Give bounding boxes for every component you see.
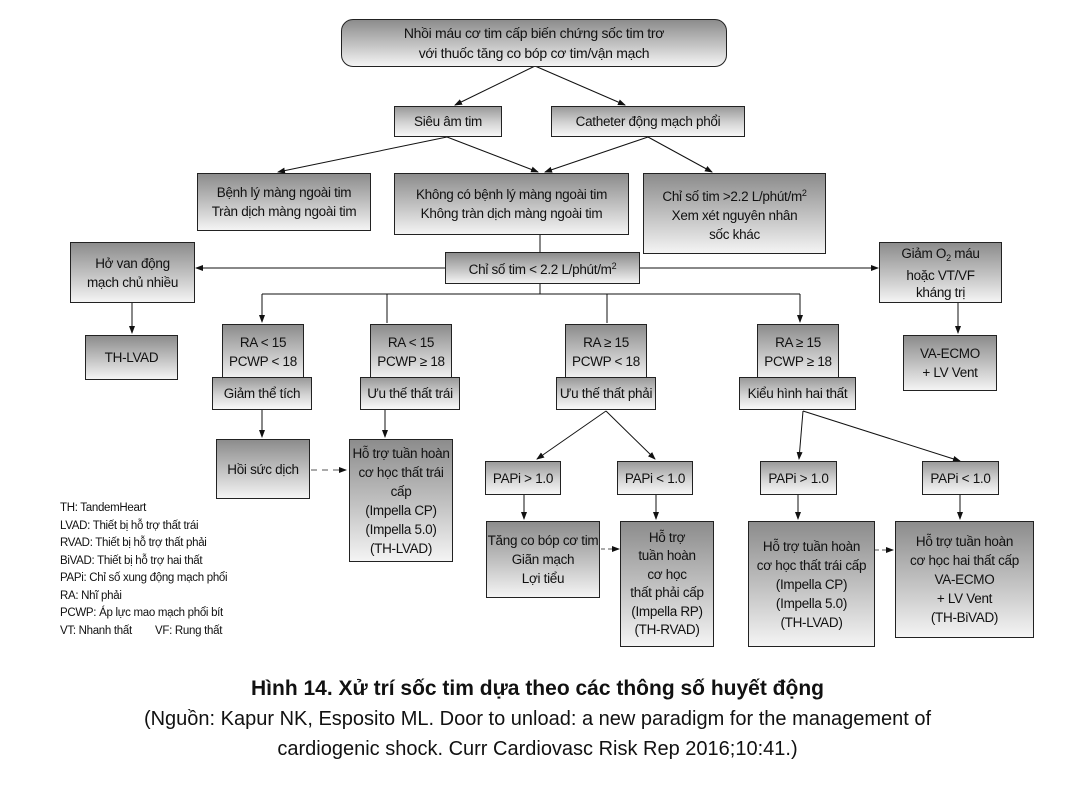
node-text: RA < 15 PCWP ≥ 18 — [377, 335, 445, 369]
node-biventricular: Kiểu hình hai thất — [739, 377, 856, 410]
node-text: Ưu thế thất phải — [559, 386, 653, 401]
node-papi-gt-1-rv: PAPi > 1.0 — [485, 461, 561, 495]
node-text: Nhồi máu cơ tim cấp biến chứng sốc tim t… — [403, 25, 665, 61]
caption-title: Hình 14. Xử trí sốc tim dựa theo các thô… — [251, 677, 824, 700]
node-lv-mcs-left: Hỗ trợ tuần hoàn cơ học thất trái cấp (I… — [349, 439, 453, 562]
subscript: 2 — [946, 252, 951, 263]
node-text: PAPi > 1.0 — [768, 470, 829, 486]
node-biv-mcs: Hỗ trợ tuần hoàn cơ học hai thất cấp VA-… — [895, 521, 1034, 638]
node-text: Hồi sức dịch — [227, 461, 299, 477]
node-th-lvad: TH-LVAD — [85, 335, 178, 380]
node-text: Không có bệnh lý màng ngoài tim Không tr… — [415, 187, 608, 221]
node-ra-ge15-pcwp-ge18: RA ≥ 15 PCWP ≥ 18 — [757, 324, 839, 380]
node-text: Chỉ số tim < 2.2 L/phút/m — [468, 262, 612, 277]
node-lv-mcs-right: Hỗ trợ tuần hoàn cơ học thất trái cấp (I… — [748, 521, 875, 647]
arrow-biv-to-papilt — [802, 410, 961, 462]
node-severe-aortic-insufficiency: Hở van động mạch chủ nhiều — [70, 242, 195, 303]
caption-source-line: (Nguồn: Kapur NK, Esposito ML. Door to u… — [143, 708, 932, 730]
node-rv-dominant: Ưu thế thất phải — [556, 377, 656, 410]
caption-source-line: cardiogenic shock. Curr Cardiovasc Risk … — [277, 738, 798, 760]
node-text: VA-ECMO + LV Vent — [920, 346, 980, 380]
node-text: Ưu thế thất trái — [367, 386, 453, 401]
legend-item: RVAD: Thiết bị hỗ trợ thất phải — [60, 537, 207, 549]
node-papi-lt-1-biv: PAPi < 1.0 — [922, 461, 999, 495]
node-text: RA ≥ 15 PCWP < 18 — [572, 335, 640, 369]
arrow-echo-to-no-pericardial — [446, 136, 539, 173]
arrow-root-to-catheter — [534, 65, 626, 106]
node-va-ecmo-lv-vent: VA-ECMO + LV Vent — [903, 335, 997, 391]
node-text: Hỗ trợ tuần hoàn cơ học hai thất cấp VA-… — [910, 534, 1019, 625]
node-pa-catheter: Catheter động mạch phổi — [551, 106, 745, 137]
superscript: 2 — [801, 187, 807, 198]
arrow-echo-to-pericardial — [277, 136, 448, 174]
node-text: RA < 15 PCWP < 18 — [229, 335, 297, 369]
legend-item: LVAD: Thiết bị hỗ trợ thất trái — [60, 519, 199, 532]
node-papi-lt-1-rv: PAPi < 1.0 — [617, 461, 693, 495]
node-text: RA ≥ 15 PCWP ≥ 18 — [764, 335, 832, 369]
node-text: hoặc VT/VF kháng trị — [906, 267, 975, 300]
node-hypovolemia: Giảm thể tích — [212, 377, 312, 410]
node-papi-gt-1-biv: PAPi > 1.0 — [760, 461, 837, 495]
node-text: PAPi < 1.0 — [930, 470, 991, 486]
connectors — [129, 65, 963, 553]
legend-item: PCWP: Áp lực mao mạch phổi bít — [60, 607, 223, 619]
caption-source: (Nguồn: Kapur NK, Esposito ML. Door to u… — [0, 704, 1075, 764]
node-text: Hở van động mạch chủ nhiều — [86, 255, 179, 290]
node-text: Catheter động mạch phổi — [575, 114, 721, 129]
node-cardiogenic-shock-root: Nhồi máu cơ tim cấp biến chứng sốc tim t… — [341, 19, 727, 67]
node-text: Kiểu hình hai thất — [747, 386, 848, 401]
node-text: PAPi > 1.0 — [492, 470, 554, 486]
node-text: máu — [950, 245, 980, 261]
arrow-rvdom-to-papilt — [605, 410, 656, 460]
node-fluid-resuscitation: Hồi sức dịch — [216, 439, 310, 499]
legend-item: PAPi: Chỉ số xung động mạch phổi — [60, 572, 228, 584]
node-ci-high: Chỉ số tim >2.2 L/phút/m2 Xem xét nguyên… — [643, 173, 826, 254]
node-inotropes-vasodilators-diuretics: Tăng co bóp cơ tim Giãn mạch Lợi tiểu — [486, 521, 600, 598]
legend-item: BiVAD: Thiết bị hỗ trợ hai thất — [60, 554, 203, 567]
node-ci-low: Chỉ số tim < 2.2 L/phút/m2 — [445, 252, 640, 284]
node-text: Giảm thể tích — [223, 386, 301, 401]
node-ra-lt15-pcwp-ge18: RA < 15 PCWP ≥ 18 — [370, 324, 452, 380]
node-pericardial-disease: Bệnh lý màng ngoài tim Tràn dịch màng ng… — [197, 173, 371, 231]
node-text: Bệnh lý màng ngoài tim Tràn dịch màng ng… — [211, 185, 357, 219]
node-text: Siêu âm tim — [414, 114, 482, 129]
node-lv-dominant: Ưu thế thất trái — [360, 377, 460, 410]
node-text: PAPi < 1.0 — [624, 470, 686, 486]
node-text: Giảm O — [901, 245, 947, 261]
node-ra-ge15-pcwp-lt18: RA ≥ 15 PCWP < 18 — [565, 324, 647, 380]
node-text: Chỉ số tim >2.2 L/phút/m — [662, 188, 802, 204]
figure-caption: Hình 14. Xử trí sốc tim dựa theo các thô… — [0, 674, 1075, 764]
node-rv-mcs: Hỗ trợ tuần hoàn cơ học thất phải cấp (I… — [620, 521, 714, 647]
arrow-biv-to-papigt — [796, 410, 804, 460]
node-text: Xem xét nguyên nhân sốc khác — [671, 207, 798, 242]
legend-item: TH: TandemHeart — [60, 502, 147, 514]
node-text: Hỗ trợ tuần hoàn cơ học thất trái cấp (I… — [352, 445, 450, 556]
node-no-pericardial-disease: Không có bệnh lý màng ngoài tim Không tr… — [394, 173, 629, 235]
flowchart: Nhồi máu cơ tim cấp biến chứng sốc tim t… — [60, 19, 1034, 647]
arrow-catheter-to-no-pericardial — [544, 136, 649, 173]
abbreviation-legend: TH: TandemHeart LVAD: Thiết bị hỗ trợ th… — [60, 500, 228, 640]
node-echocardiography: Siêu âm tim — [394, 106, 502, 137]
node-text: TH-LVAD — [104, 350, 159, 365]
node-text: Hỗ trợ tuần hoàn cơ học thất trái cấp (I… — [756, 538, 867, 630]
node-text: Tăng co bóp cơ tim Giãn mạch Lợi tiểu — [487, 533, 599, 586]
arrow-root-to-echo — [454, 65, 536, 106]
node-text: Hỗ trợ tuần hoàn cơ học thất phải cấp (I… — [630, 529, 704, 638]
node-hypoxemia-vt-vf: Giảm O2 máu hoặc VT/VF kháng trị — [879, 242, 1002, 303]
legend-item: VT: Nhanh thất VF: Rung thất — [60, 624, 223, 637]
node-ra-lt15-pcwp-lt18: RA < 15 PCWP < 18 — [222, 324, 304, 380]
arrow-catheter-to-ci-high — [647, 136, 713, 173]
superscript: 2 — [611, 261, 617, 271]
arrow-rvdom-to-papigt — [536, 410, 607, 460]
legend-item: RA: Nhĩ phải — [60, 589, 122, 602]
